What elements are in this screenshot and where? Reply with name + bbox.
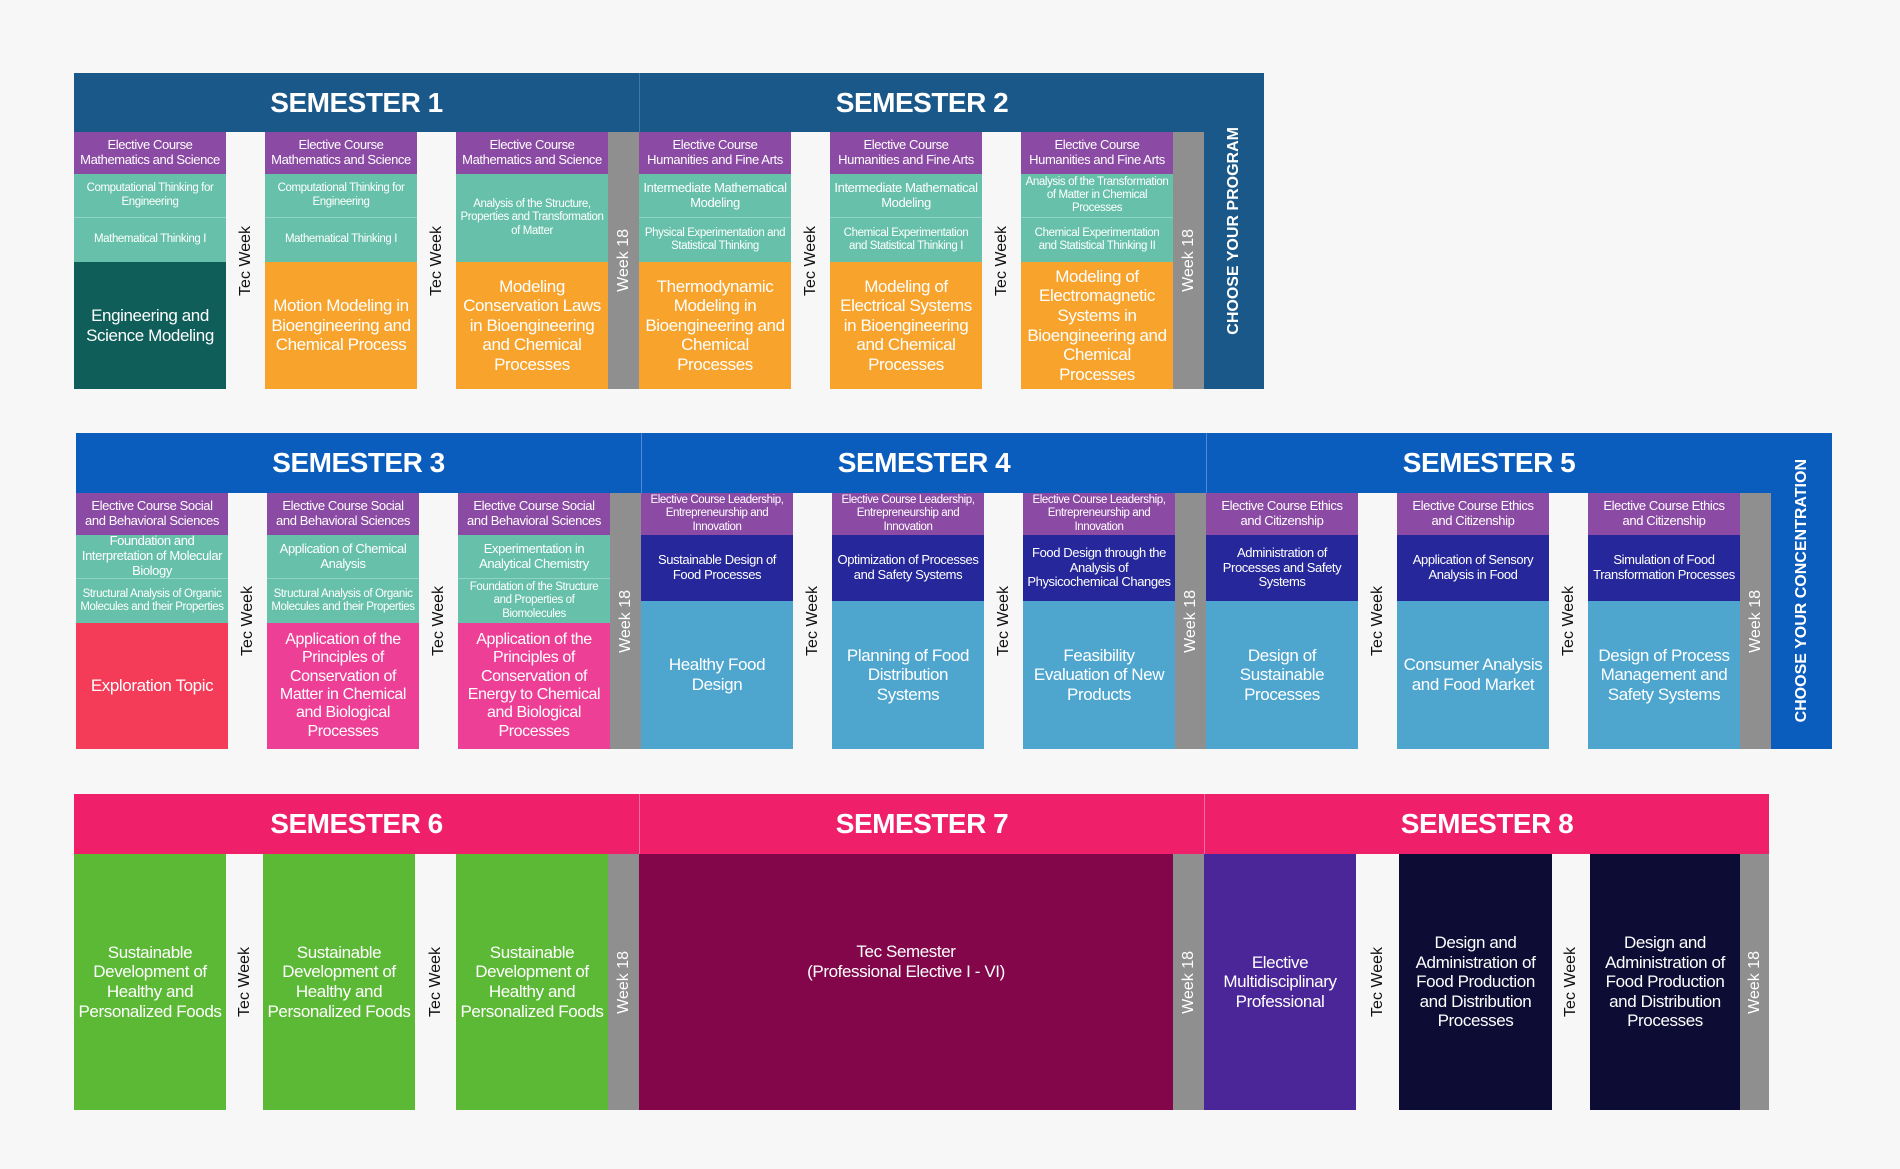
course-cell: Sustainable Design of Food Processes (641, 535, 793, 601)
course-cell: Intermediate Mathematical Modeling (830, 174, 982, 218)
tec-week: Tec Week (236, 225, 254, 296)
semester-2-header: SEMESTER 2 (639, 73, 1204, 132)
tec-week: Tec Week (1559, 586, 1577, 656)
main-course: Feasibility Evaluation of New Products (1023, 601, 1175, 749)
course-cell: Application of Sensory Analysis in Food (1397, 535, 1549, 601)
main-course: Sustainable Development of Healthy and P… (74, 854, 226, 1110)
course-cell: Experimentation in Analytical Chemistry (458, 535, 610, 579)
elective-course: Elective Course Leadership, Entrepreneur… (832, 493, 984, 535)
main-course: Elective Multidisciplinary Professional (1204, 854, 1356, 1110)
course-cell: Optimization of Processes and Safety Sys… (832, 535, 984, 601)
main-course: Modeling Conservation Laws in Bioenginee… (456, 262, 608, 389)
elective-course: Elective Course Mathematics and Science (265, 132, 417, 174)
main-course: Thermodynamic Modeling in Bioengineering… (639, 262, 791, 389)
main-course: Design and Administration of Food Produc… (1590, 854, 1740, 1110)
elective-course: Elective Course Social and Behavioral Sc… (76, 493, 228, 535)
tec-semester-block: Tec Semester (Professional Elective I - … (639, 854, 1173, 1110)
tec-week: Tec Week (427, 225, 445, 296)
course-cell: Simulation of Food Transformation Proces… (1588, 535, 1740, 601)
elective-course: Elective Course Humanities and Fine Arts (1021, 132, 1173, 174)
semester-5-header: SEMESTER 5 (1206, 433, 1771, 493)
main-course: Planning of Food Distribution Systems (832, 601, 984, 749)
elective-course: Elective Course Humanities and Fine Arts (639, 132, 791, 174)
main-course: Design of Process Management and Safety … (1588, 601, 1740, 749)
elective-course: Elective Course Ethics and Citizenship (1397, 493, 1549, 535)
elective-course: Elective Course Social and Behavioral Sc… (267, 493, 419, 535)
main-course: Modeling of Electrical Systems in Bioeng… (830, 262, 982, 389)
tec-week: Tec Week (426, 947, 444, 1017)
tec-week: Tec Week (1562, 947, 1579, 1017)
main-course: Design of Sustainable Processes (1206, 601, 1358, 749)
tec-week: Tec Week (801, 225, 819, 296)
elective-course: Elective Course Social and Behavioral Sc… (458, 493, 610, 535)
course-cell: Physical Experimentation and Statistical… (639, 218, 791, 262)
course-cell: Mathematical Thinking I (265, 218, 417, 262)
main-course: Modeling of Electromagnetic Systems in B… (1021, 262, 1173, 389)
course-cell: Mathematical Thinking I (74, 218, 226, 262)
tec-semester-subtitle: (Professional Elective I - VI) (807, 962, 1005, 982)
main-course: Consumer Analysis and Food Market (1397, 601, 1549, 749)
semester-6-header: SEMESTER 6 (74, 794, 639, 854)
course-cell: Analysis of the Structure, Properties an… (456, 174, 608, 262)
main-course: Engineering and Science Modeling (74, 262, 226, 389)
elective-course: Elective Course Leadership, Entrepreneur… (641, 493, 793, 535)
week-18: Week 18 (1740, 854, 1769, 1110)
course-cell: Chemical Experimentation and Statistical… (830, 218, 982, 262)
semester-1-header: SEMESTER 1 (74, 73, 639, 132)
tec-week: Tec Week (1368, 947, 1386, 1017)
tec-semester-title: Tec Semester (856, 942, 956, 961)
course-cell: Food Design through the Analysis of Phys… (1023, 535, 1175, 601)
tec-week: Tec Week (992, 225, 1010, 296)
week-18: Week 18 (1173, 854, 1204, 1110)
tec-week: Tec Week (238, 586, 256, 656)
main-course: Sustainable Development of Healthy and P… (456, 854, 608, 1110)
course-cell: Intermediate Mathematical Modeling (639, 174, 791, 218)
semester-7-header: SEMESTER 7 (639, 794, 1204, 854)
tec-week: Tec Week (994, 586, 1012, 656)
course-cell: Structural Analysis of Organic Molecules… (267, 579, 419, 623)
semester-8-header: SEMESTER 8 (1204, 794, 1769, 854)
main-course: Design and Administration of Food Produc… (1399, 854, 1552, 1110)
choose-concentration-banner[interactable]: CHOOSE YOUR CONCENTRATION (1771, 433, 1832, 749)
week-18: Week 18 (608, 132, 639, 389)
course-cell: Computational Thinking for Engineering (74, 174, 226, 218)
elective-course: Elective Course Humanities and Fine Arts (830, 132, 982, 174)
week-18: Week 18 (608, 854, 639, 1110)
week-18: Week 18 (1740, 493, 1771, 749)
semester-4-header: SEMESTER 4 (641, 433, 1206, 493)
elective-course: Elective Course Ethics and Citizenship (1206, 493, 1358, 535)
choose-program-banner[interactable]: CHOOSE YOUR PROGRAM (1204, 73, 1264, 389)
course-cell: Administration of Processes and Safety S… (1206, 535, 1358, 601)
elective-course: Elective Course Mathematics and Science (74, 132, 226, 174)
course-cell: Application of Chemical Analysis (267, 535, 419, 579)
course-cell: Foundation of the Structure and Properti… (458, 579, 610, 623)
course-cell: Chemical Experimentation and Statistical… (1021, 218, 1173, 262)
main-course: Application of the Principles of Conserv… (267, 623, 419, 749)
course-cell: Foundation and Interpretation of Molecul… (76, 535, 228, 579)
week-18: Week 18 (1173, 132, 1204, 389)
main-course: Sustainable Development of Healthy and P… (263, 854, 415, 1110)
semester-3-header: SEMESTER 3 (76, 433, 641, 493)
elective-course: Elective Course Ethics and Citizenship (1588, 493, 1740, 535)
tec-week: Tec Week (803, 586, 821, 656)
main-course: Healthy Food Design (641, 601, 793, 749)
tec-week: Tec Week (1368, 586, 1386, 656)
week-18: Week 18 (610, 493, 641, 749)
elective-course: Elective Course Mathematics and Science (456, 132, 608, 174)
tec-week: Tec Week (235, 947, 253, 1017)
tec-week: Tec Week (429, 586, 447, 656)
course-cell: Structural Analysis of Organic Molecules… (76, 579, 228, 623)
main-course: Exploration Topic (76, 623, 228, 749)
elective-course: Elective Course Leadership, Entrepreneur… (1023, 493, 1175, 535)
main-course: Motion Modeling in Bioengineering and Ch… (265, 262, 417, 389)
main-course: Application of the Principles of Conserv… (458, 623, 610, 749)
week-18: Week 18 (1175, 493, 1206, 749)
course-cell: Computational Thinking for Engineering (265, 174, 417, 218)
course-cell: Analysis of the Transformation of Matter… (1021, 174, 1173, 218)
